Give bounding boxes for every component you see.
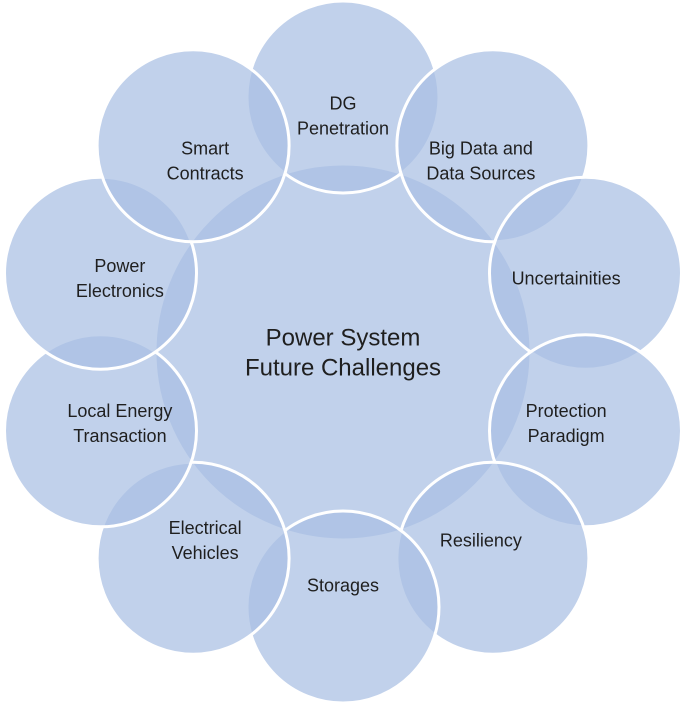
center-title-line: Power System: [266, 324, 421, 351]
challenge-label-line: Penetration: [297, 119, 389, 139]
challenge-label-line: Storages: [307, 575, 379, 595]
challenge-label-line: Electronics: [76, 281, 164, 301]
challenge-label-line: DG: [330, 94, 357, 114]
challenge-label: Uncertainities: [512, 268, 621, 288]
challenge-label-line: Transaction: [73, 426, 166, 446]
challenge-label-line: Smart: [181, 138, 229, 158]
challenge-circle: [95, 48, 291, 244]
challenge-label: Resiliency: [440, 531, 522, 551]
challenge-label-line: Local Energy: [67, 401, 172, 421]
challenge-label-line: Vehicles: [172, 543, 239, 563]
challenge-label-line: Resiliency: [440, 531, 522, 551]
challenge-label-line: Contracts: [167, 163, 244, 183]
challenge-label-line: Data Sources: [426, 163, 535, 183]
challenge-label-line: Protection: [526, 401, 607, 421]
challenge-label-line: Power: [94, 256, 145, 276]
challenge-label-line: Uncertainities: [512, 268, 621, 288]
challenge-label-line: Electrical: [169, 518, 242, 538]
challenge-label-line: Big Data and: [429, 138, 533, 158]
challenge-label: Storages: [307, 575, 379, 595]
circles-layer: [3, 0, 683, 704]
challenge-label: DG Penetration: [297, 94, 389, 139]
center-title-line: Future Challenges: [245, 354, 441, 381]
challenge-label-line: Paradigm: [528, 426, 605, 446]
